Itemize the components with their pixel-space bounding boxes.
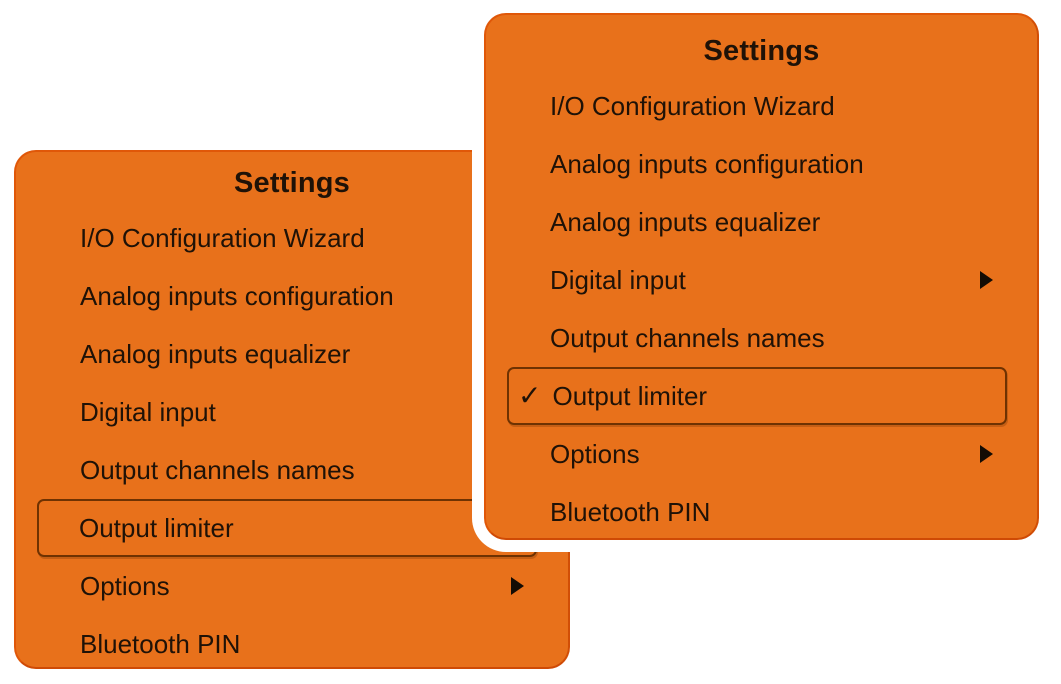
menu-item-analog-inputs-equalizer[interactable]: Analog inputs equalizer [486, 193, 1037, 251]
menu-item-label: Analog inputs configuration [80, 280, 394, 311]
menu-item-output-limiter[interactable]: Output limiter [37, 499, 537, 557]
menu-item-label: Output channels names [550, 322, 825, 353]
menu-title: Settings [234, 167, 350, 199]
menu-item-analog-inputs-configuration[interactable]: Analog inputs configuration [16, 267, 568, 325]
menu-item-label: Bluetooth PIN [80, 628, 241, 659]
submenu-arrow-icon [511, 577, 524, 595]
menu-item-label: Digital input [80, 396, 216, 427]
menu-item-label: Options [550, 438, 640, 469]
menu-item-output-channels-names[interactable]: Output channels names [486, 309, 1037, 367]
menu-item-bluetooth-pin[interactable]: Bluetooth PIN [16, 615, 568, 673]
menu-item-digital-input[interactable]: Digital input [486, 251, 1037, 309]
menu-item-bluetooth-pin[interactable]: Bluetooth PIN [486, 483, 1037, 541]
menu-item-label: I/O Configuration Wizard [550, 90, 835, 121]
menu-item-analog-inputs-configuration[interactable]: Analog inputs configuration [486, 135, 1037, 193]
menu-title: Settings [703, 35, 820, 67]
menu-item-label: Output channels names [80, 454, 355, 485]
menu-item-output-limiter[interactable]: ✓ Output limiter [507, 367, 1007, 425]
menu-item-options[interactable]: Options [486, 425, 1037, 483]
menu-item-label: Analog inputs equalizer [550, 206, 821, 237]
submenu-arrow-icon [980, 445, 993, 463]
menu-item-label: Output limiter [79, 512, 234, 543]
menu-item-label: Digital input [550, 264, 686, 295]
menu-item-label: Analog inputs configuration [550, 148, 864, 179]
menu-item-label: Output limiter [552, 380, 708, 411]
menu-item-label: Options [80, 570, 170, 601]
menu-item-label: Bluetooth PIN [550, 496, 711, 527]
menu-item-analog-inputs-equalizer[interactable]: Analog inputs equalizer [16, 325, 568, 383]
submenu-arrow-icon [980, 271, 993, 289]
menu-item-label: I/O Configuration Wizard [80, 222, 365, 253]
menu-item-output-channels-names[interactable]: Output channels names [16, 441, 568, 499]
menu-item-options[interactable]: Options [16, 557, 568, 615]
menu-item-label: Analog inputs equalizer [80, 338, 351, 369]
menu-item-i-o-configuration-wizard[interactable]: I/O Configuration Wizard [16, 209, 568, 267]
menu-item-i-o-configuration-wizard[interactable]: I/O Configuration Wizard [486, 77, 1037, 135]
check-icon: ✓ [518, 380, 542, 411]
